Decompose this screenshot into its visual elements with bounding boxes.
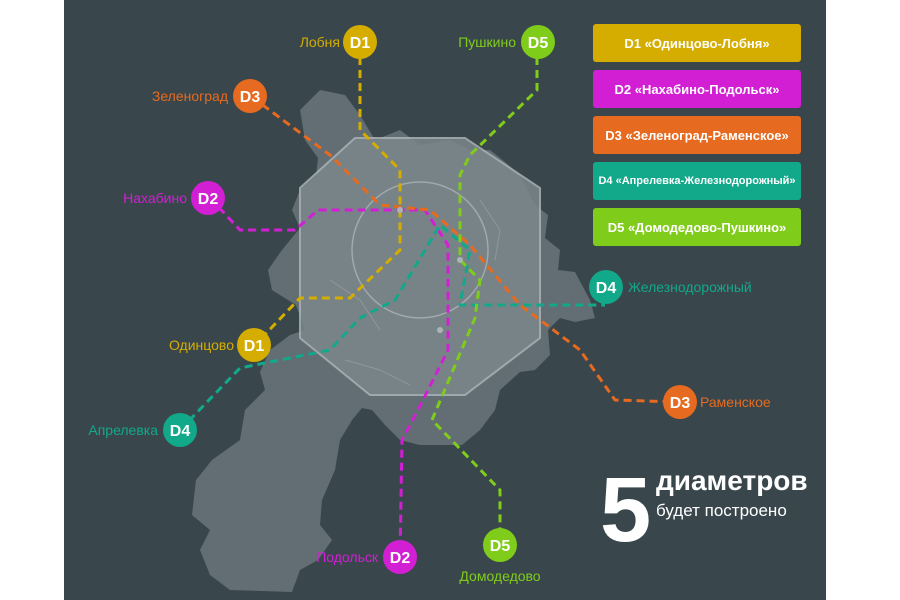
badge-circle	[191, 181, 225, 215]
terminus-badge-d3: D3	[233, 79, 267, 113]
interchange-dot	[397, 207, 403, 213]
badge-circle	[163, 413, 197, 447]
terminus-badge-d2: D2	[383, 540, 417, 574]
station-label: Одинцово	[169, 337, 234, 353]
badge-circle	[233, 79, 267, 113]
badge-circle	[237, 328, 271, 362]
terminus-badge-d4: D4	[589, 270, 623, 304]
terminus-badge-d3: D3	[663, 385, 697, 419]
station-label: Нахабино	[123, 190, 187, 206]
terminus-badge-d1: D1	[343, 25, 377, 59]
terminus-badge-d4: D4	[163, 413, 197, 447]
legend-item-d4: D4 «Апрелевка-Железнодорожный»	[593, 162, 801, 200]
badge-circle	[383, 540, 417, 574]
badge-label: D4	[596, 280, 617, 297]
route-d2	[208, 196, 450, 559]
badge-label: D2	[198, 191, 219, 208]
legend-item-d5: D5 «Домодедово-Пушкино»	[593, 208, 801, 246]
central-ring	[351, 181, 489, 319]
terminus-badge-d2: D2	[191, 181, 225, 215]
diameters-subtitle: будет построено	[656, 501, 787, 520]
station-label: Железнодорожный	[628, 279, 752, 295]
badge-label: D3	[670, 395, 691, 412]
legend-item-d3: D3 «Зеленоград-Раменское»	[593, 116, 801, 154]
badge-label: D1	[350, 35, 371, 52]
interchange-dot	[437, 327, 443, 333]
badge-circle	[483, 528, 517, 562]
station-label: Зеленоград	[152, 88, 228, 104]
badge-label: D5	[528, 35, 549, 52]
mkad-ring	[299, 137, 541, 396]
station-label: Лобня	[300, 34, 340, 50]
station-label: Пушкино	[458, 34, 516, 50]
interchange-dot	[457, 257, 463, 263]
station-label: Подольск	[316, 549, 379, 565]
station-label: Раменское	[700, 394, 771, 410]
station-label: Апрелевка	[88, 422, 158, 438]
badge-circle	[343, 25, 377, 59]
terminus-badge-d5: D5	[483, 528, 517, 562]
badge-label: D5	[490, 538, 511, 555]
route-d5	[430, 44, 539, 545]
route-d3	[251, 95, 679, 404]
badge-circle	[521, 25, 555, 59]
legend-item-d1: D1 «Одинцово-Лобня»	[593, 24, 801, 62]
badge-label: D1	[244, 338, 265, 355]
station-label: Домодедово	[459, 568, 540, 584]
badge-circle	[589, 270, 623, 304]
route-d4	[178, 223, 605, 432]
terminus-badge-d1: D1	[237, 328, 271, 362]
route-d1	[250, 44, 402, 350]
badge-label: D4	[170, 423, 191, 440]
badge-label: D2	[390, 550, 411, 567]
badge-circle	[663, 385, 697, 419]
legend-item-d2: D2 «Нахабино-Подольск»	[593, 70, 801, 108]
terminus-badge-d5: D5	[521, 25, 555, 59]
diameters-word: диаметров	[656, 465, 808, 496]
badge-label: D3	[240, 89, 261, 106]
diameters-count: 5	[600, 459, 652, 561]
